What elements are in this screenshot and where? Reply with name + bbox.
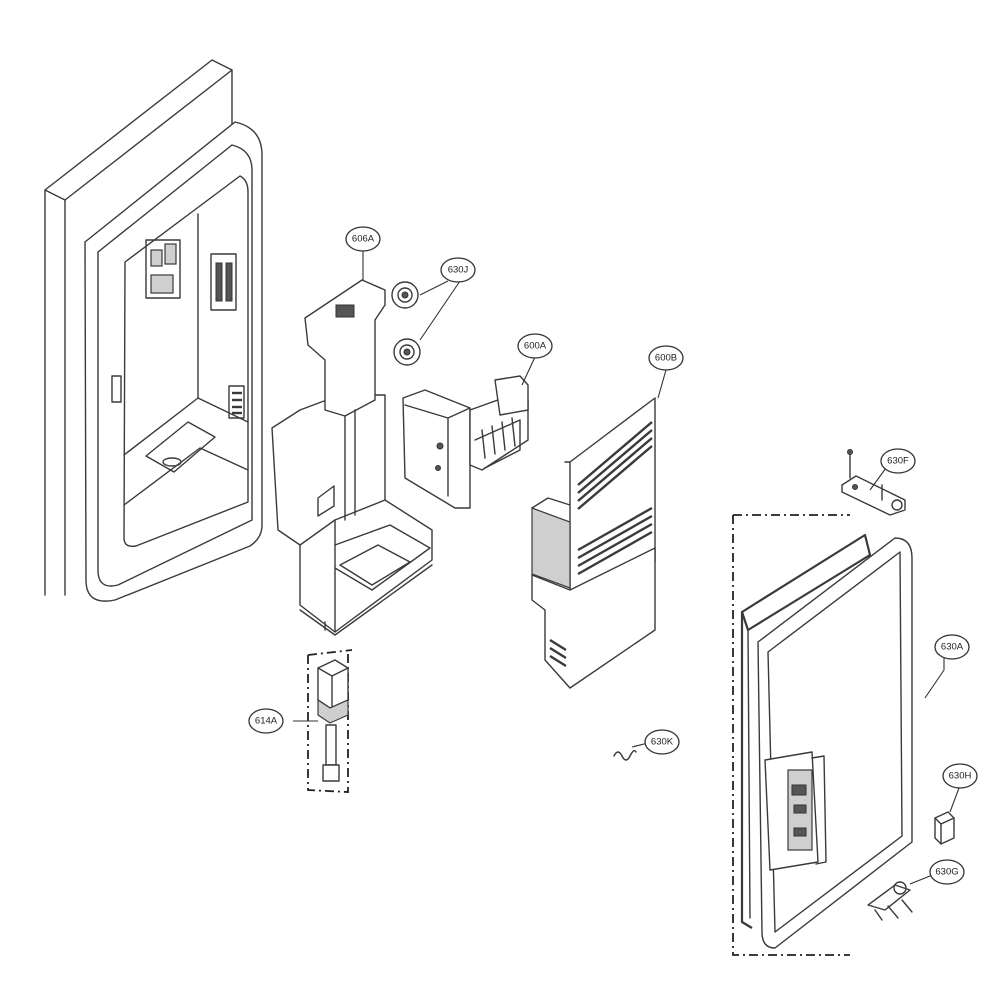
svg-text:630A: 630A	[941, 642, 964, 653]
callout-630K: 630K	[644, 729, 680, 755]
door-panel-part	[732, 514, 913, 956]
roller-parts	[391, 281, 421, 366]
svg-text:606A: 606A	[352, 234, 375, 245]
callout-630A: 630A	[934, 634, 970, 660]
callout-630G: 630G	[929, 859, 965, 885]
callout-600A: 600A	[517, 333, 553, 359]
svg-text:630H: 630H	[949, 771, 972, 782]
callout-630F: 630F	[880, 448, 916, 474]
svg-text:630K: 630K	[651, 737, 674, 748]
callout-630J: 630J	[440, 257, 476, 283]
callout-606A: 606A	[345, 226, 381, 252]
svg-text:614A: 614A	[255, 716, 278, 727]
ice-bin-part	[531, 397, 656, 689]
ice-maker-part	[402, 375, 529, 509]
svg-text:630J: 630J	[448, 265, 469, 276]
callout-614A: 614A	[248, 708, 284, 734]
callout-630H: 630H	[942, 763, 978, 789]
svg-text:600A: 600A	[524, 341, 547, 352]
refrigerator-door	[44, 59, 263, 602]
svg-text:630G: 630G	[935, 867, 958, 878]
actuator-part	[293, 649, 353, 793]
cap-part	[934, 811, 955, 845]
top-hinge-part	[841, 449, 906, 516]
svg-text:600B: 600B	[655, 353, 677, 364]
callouts: 606A 630J 600A 600B 630F 630A 614A 630K	[248, 226, 978, 885]
spring-part	[613, 742, 649, 761]
svg-text:630F: 630F	[887, 456, 909, 467]
bottom-hinge-part	[867, 881, 913, 921]
dispenser-housing-part	[271, 279, 433, 636]
callout-600B: 600B	[648, 345, 684, 371]
